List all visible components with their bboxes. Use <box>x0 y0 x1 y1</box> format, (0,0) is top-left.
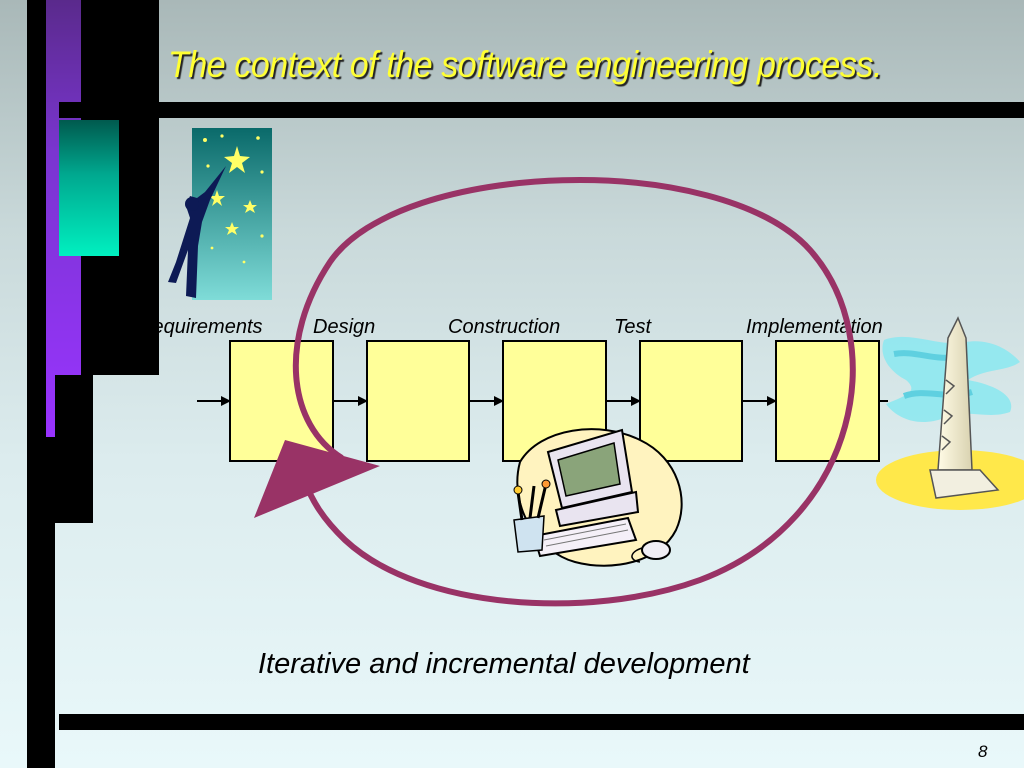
stage-box-design <box>366 340 470 462</box>
decor-bottom-rule <box>59 714 1024 730</box>
decor-teal-bar <box>59 120 119 256</box>
stage-box-test <box>639 340 743 462</box>
monument-icon <box>876 316 1024 510</box>
stage-label-design: Design <box>313 316 376 338</box>
page-number: 8 <box>978 742 988 761</box>
decor-top-rule <box>59 102 1024 118</box>
stage-label-construction: Construction <box>448 316 561 338</box>
slide-title: The context of the software engineering … <box>168 44 882 85</box>
computer-workstation-icon <box>513 428 683 567</box>
diagram-caption: Iterative and incremental development <box>258 648 750 680</box>
reaching-stars-figure-icon <box>168 128 272 300</box>
stage-box-implementation <box>775 340 880 462</box>
stage-label-test: Test <box>614 316 652 338</box>
iteration-cycle-arrow <box>254 177 856 607</box>
stage-label-requirements: Requirements <box>138 316 263 338</box>
decor-black-block-lower <box>55 375 93 523</box>
stage-box-requirements <box>229 340 334 462</box>
